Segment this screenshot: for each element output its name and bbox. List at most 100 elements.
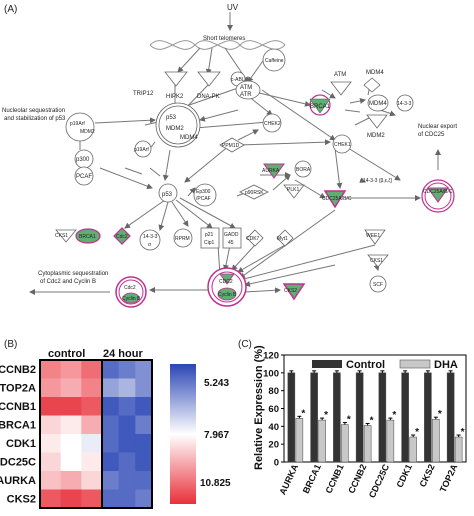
- svg-text:p300: p300: [76, 157, 90, 163]
- svg-text:MDM4: MDM4: [369, 101, 387, 107]
- heatmap-row-label: BRCA1: [0, 420, 36, 432]
- node-myt1: Myt1: [276, 229, 294, 247]
- legend-swatch-dha: [399, 359, 431, 369]
- svg-text:p53: p53: [166, 115, 177, 121]
- heatmap-cells: [40, 360, 153, 509]
- node-p300: p300: [74, 149, 94, 169]
- svg-text:Cip1: Cip1: [204, 240, 215, 246]
- node-cks2: CKS2: [282, 283, 306, 301]
- legend-label-control: Control: [346, 359, 385, 371]
- svg-text:BRCA1: BRCA1: [79, 234, 96, 240]
- y-tick-label: 120: [263, 351, 279, 362]
- bar-control: [355, 372, 364, 463]
- bar-dha: [409, 436, 417, 463]
- svg-text:CDC2: CDC2: [219, 279, 233, 285]
- node-brca1: BRCA1: [309, 94, 331, 116]
- panel-b-label: (B): [4, 339, 17, 350]
- heatmap-row-label: AURKA: [0, 475, 36, 487]
- heatmap-cell: [118, 378, 136, 398]
- heatmap-row-label: CCNB1: [0, 401, 36, 413]
- bar-control: [378, 372, 387, 463]
- svg-text:MDM4: MDM4: [180, 135, 198, 141]
- node-chek1: CHEK1: [332, 134, 352, 154]
- svg-text:p19Arf: p19Arf: [134, 147, 149, 153]
- node-hipk2: HIPK2: [164, 71, 188, 100]
- bar-dha: [432, 418, 440, 463]
- node-cdc2-cyclinb-center: CDC2 Cyclin B: [207, 267, 247, 307]
- significance-marker: *: [370, 415, 374, 426]
- heatmap-cell: [118, 452, 136, 472]
- x-tick-label: AURKA: [277, 462, 300, 496]
- node-chek2: CHEK2: [262, 113, 282, 133]
- y-tick-label: 80: [268, 386, 279, 397]
- telomeres-label: Short telomeres: [203, 36, 245, 42]
- x-tick-label: CCNB1: [324, 463, 346, 495]
- heatmap-cell: [81, 415, 103, 435]
- node-caffeine: Caffeine: [262, 48, 286, 72]
- node-brca1-lower: BRCA1: [75, 228, 101, 244]
- svg-text:14-3-3: 14-3-3: [397, 101, 412, 107]
- node-bora: BORA: [294, 160, 312, 178]
- heatmap-cell: [40, 415, 62, 435]
- heatmap-cell: [40, 452, 62, 472]
- svg-text:p53: p53: [162, 192, 173, 198]
- svg-text:CKS1: CKS1: [370, 258, 383, 264]
- svg-text:MDM2: MDM2: [80, 129, 95, 135]
- bar-control: [287, 372, 296, 463]
- heatmap-cell: [40, 360, 62, 379]
- node-cdc2: Cdc2: [113, 227, 131, 245]
- x-tick-label: BRCA1: [301, 463, 323, 495]
- svg-text:Cdc2: Cdc2: [116, 234, 128, 240]
- bar-control: [446, 372, 455, 463]
- svg-text:HIPK2: HIPK2: [166, 94, 184, 100]
- svg-text:BRCA1: BRCA1: [310, 104, 331, 110]
- svg-text:TRIP12: TRIP12: [133, 91, 154, 97]
- node-cdc25: CDC25A/B/C: [322, 190, 352, 209]
- svg-text:CDC25A/B/C: CDC25A/B/C: [322, 196, 352, 202]
- svg-text:CDC25A/B/C: CDC25A/B/C: [423, 189, 453, 195]
- note-nuclear-export-2: of CDC25: [418, 132, 445, 138]
- node-1433-sigma: 14-3-3 (β,ε,ζ): [363, 178, 393, 184]
- svg-text:PPM1D: PPM1D: [222, 143, 240, 149]
- x-tick-label: CDK1: [395, 463, 414, 489]
- bar-dha: [295, 418, 304, 463]
- y-tick-label: 20: [268, 440, 279, 451]
- node-scf: SCF: [369, 275, 387, 293]
- y-tick-label: 60: [268, 404, 279, 415]
- node-trip12: TRIP12: [133, 91, 154, 97]
- svg-text:p90RSK: p90RSK: [245, 190, 264, 196]
- svg-text:RPRM: RPRM: [175, 236, 190, 242]
- heatmap-24h-frame: [101, 359, 153, 509]
- heatmap-cell: [118, 415, 136, 435]
- node-cdc2-cyclinb-left: Cdc2 Cyclin B: [115, 276, 147, 308]
- svg-text:ATM: ATM: [240, 85, 252, 91]
- note-cytoplasmic-1: Cytoplasmic sequestration: [38, 271, 108, 277]
- chart-legend: Control DHA: [312, 359, 458, 371]
- scale-label-bottom: 10.825: [200, 478, 231, 489]
- node-pcaf: PCAF: [74, 166, 94, 186]
- node-cks1: CKS1: [55, 229, 77, 243]
- svg-text:Ep300: Ep300: [196, 189, 211, 195]
- heatmap-col-header-24h: 24 hour: [103, 348, 143, 360]
- node-atm-atr: ATM ATR: [235, 80, 261, 100]
- node-gadd45: GADD 45: [222, 227, 242, 249]
- scale-label-top: 5.243: [204, 378, 229, 389]
- svg-text:Myt1: Myt1: [277, 236, 288, 242]
- significance-marker: *: [392, 410, 396, 421]
- svg-text:Cdc2: Cdc2: [124, 285, 136, 291]
- svg-text:p21: p21: [205, 232, 214, 238]
- svg-text:14-3-3 (β,ε,ζ): 14-3-3 (β,ε,ζ): [363, 178, 393, 184]
- svg-text:MDM4: MDM4: [366, 70, 384, 76]
- heatmap-cell: [102, 378, 120, 398]
- significance-marker: *: [347, 415, 351, 426]
- node-cdk7: CDK7: [246, 229, 264, 247]
- bar-chart-panel: (C) Relative Expression (%) 020406080100…: [238, 339, 467, 499]
- bar-dha: [363, 425, 372, 463]
- heatmap-cell: [102, 434, 120, 453]
- svg-text:GADD: GADD: [224, 232, 239, 238]
- svg-text:SCF: SCF: [373, 282, 383, 288]
- pathway-diagram: (A) UV Short telomeres: [2, 3, 457, 308]
- node-p19arf: p19Arf: [134, 140, 152, 158]
- heatmap-row-label: CCNB2: [0, 364, 36, 376]
- y-tick-label: 0: [274, 458, 279, 469]
